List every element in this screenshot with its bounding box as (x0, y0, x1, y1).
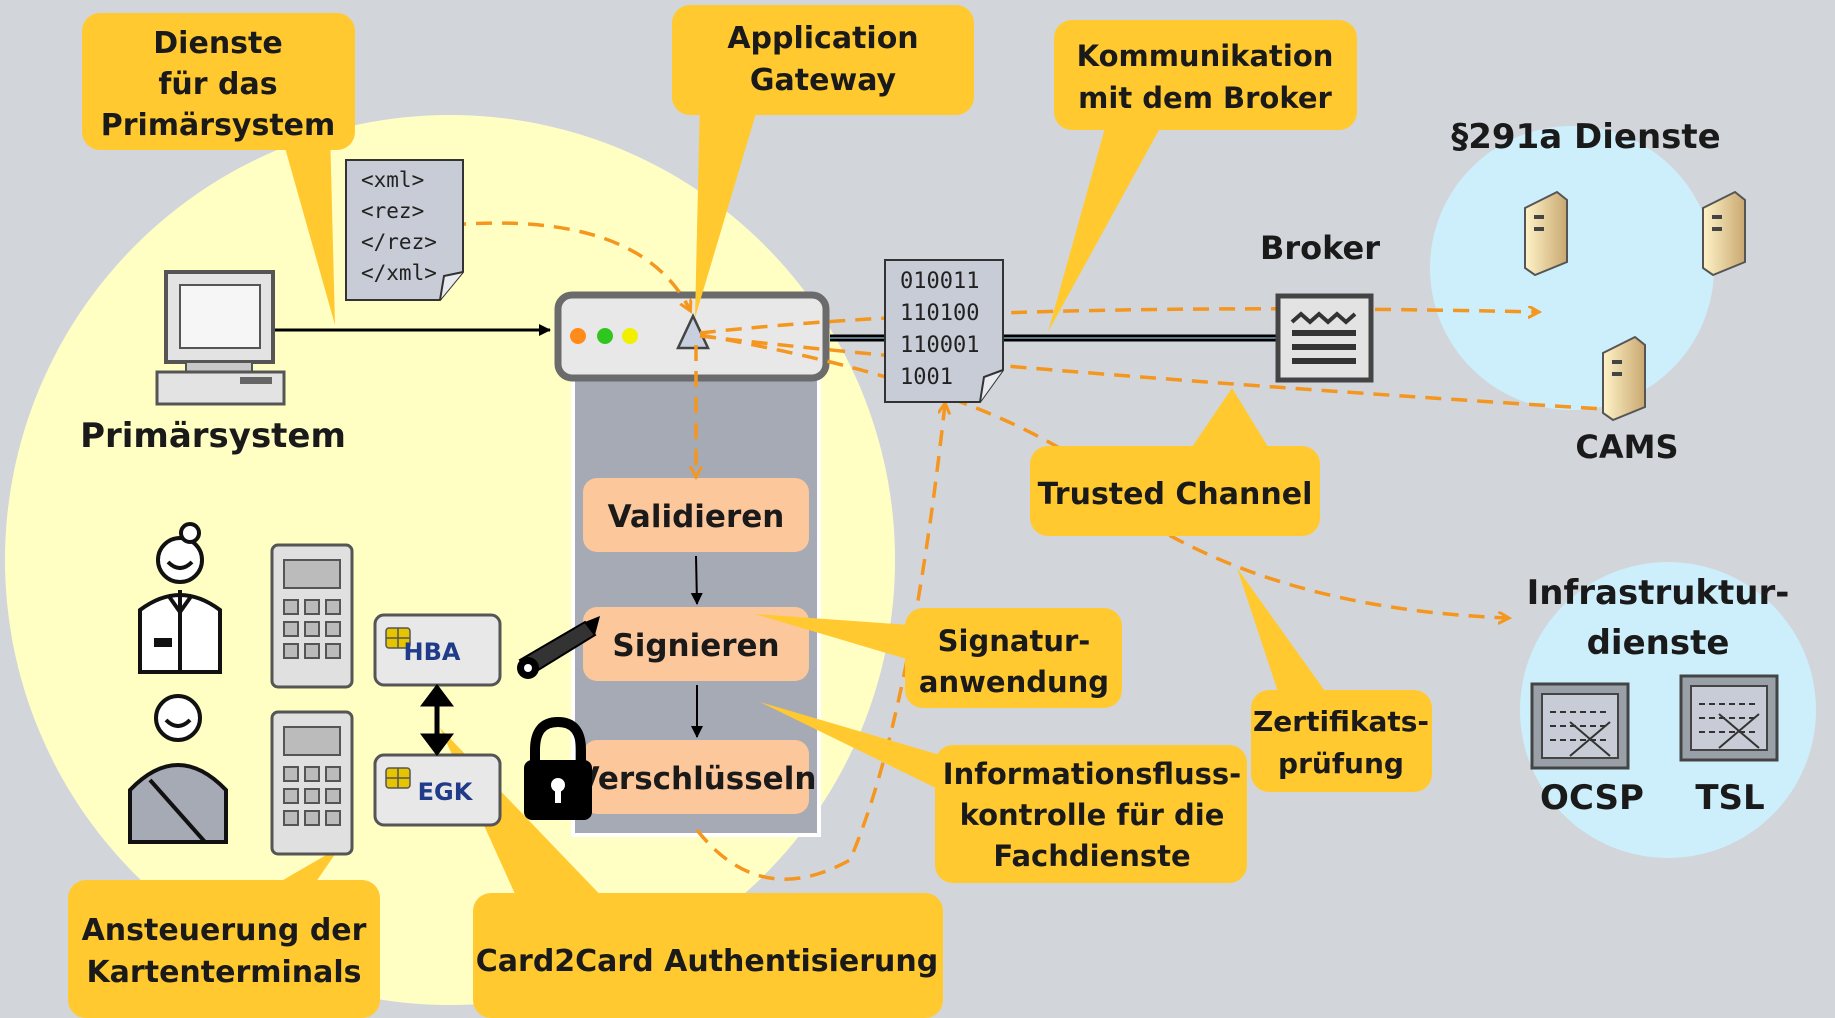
svg-text:Fachdienste: Fachdienste (993, 839, 1190, 873)
svg-text:110100: 110100 (900, 301, 979, 326)
svg-text:1001: 1001 (900, 365, 953, 390)
label-infra-2: dienste (1587, 623, 1730, 663)
step-box-signieren (583, 607, 809, 681)
patient-icon (128, 694, 228, 844)
label-dienste-291a: §291a Dienste (1451, 117, 1720, 157)
callout-zertifikat: Zertifikats- prüfung (1237, 568, 1432, 792)
services-291a-circle (1430, 126, 1714, 410)
step-verschluesseln: Verschlüsseln (576, 761, 817, 797)
arrow-validieren-signieren (690, 555, 703, 605)
svg-text:Informationsfluss-: Informationsfluss- (943, 757, 1241, 791)
svg-text:HBA: HBA (404, 638, 461, 666)
svg-text:<rez>: <rez> (361, 199, 424, 223)
doctor-icon (138, 522, 222, 674)
label-infra-1: Infrastruktur- (1527, 573, 1790, 613)
svg-text:prüfung: prüfung (1278, 747, 1404, 780)
svg-text:Dienste: Dienste (153, 26, 282, 61)
callout-trusted: Trusted Channel (1030, 388, 1320, 536)
svg-text:Application: Application (727, 21, 918, 56)
svg-text:anwendung: anwendung (919, 665, 1109, 699)
lock-icon (524, 716, 592, 820)
svg-text:110001: 110001 (900, 333, 979, 358)
server-icon (1524, 190, 1568, 277)
broker-icon (1275, 293, 1374, 383)
svg-text:Kartenterminals: Kartenterminals (86, 955, 361, 990)
svg-text:Gateway: Gateway (750, 63, 897, 98)
label-tsl: TSL (1695, 778, 1764, 818)
callout-signatur: Signatur- anwendung (755, 608, 1122, 708)
card-terminal-icon (270, 710, 354, 856)
cams-server-icon (1602, 335, 1646, 422)
svg-text:Signatur-: Signatur- (938, 624, 1091, 658)
step-validieren: Validieren (608, 499, 785, 535)
xml-document-icon: <xml> <rez> </rez> </xml> (345, 159, 464, 301)
pen-icon (517, 616, 600, 679)
svg-text:</xml>: </xml> (361, 261, 437, 285)
ocsp-icon (1530, 682, 1630, 770)
svg-text:Zertifikats-: Zertifikats- (1253, 705, 1429, 738)
svg-text:mit dem Broker: mit dem Broker (1078, 81, 1332, 115)
step-box-verschluesseln (583, 740, 809, 814)
svg-text:kontrolle für die: kontrolle für die (960, 798, 1225, 832)
callout-broker-comm: Kommunikation mit dem Broker (1048, 20, 1357, 332)
svg-text:für das: für das (158, 67, 277, 102)
svg-text:Primärsystem: Primärsystem (101, 108, 336, 143)
label-ocsp: OCSP (1540, 778, 1644, 818)
led-orange (570, 328, 586, 344)
led-yellow (622, 328, 638, 344)
card2card-double-arrow (420, 683, 454, 757)
callout-ansteuerung: Ansteuerung der Kartenterminals (68, 847, 380, 1018)
callout-gateway: Application Gateway (672, 5, 974, 318)
svg-text:Card2Card Authentisierung: Card2Card Authentisierung (476, 944, 938, 979)
svg-text:</rez>: </rez> (361, 230, 437, 254)
computer-icon (155, 270, 286, 406)
svg-text:Ansteuerung der: Ansteuerung der (82, 913, 367, 948)
svg-text:010011: 010011 (900, 269, 979, 294)
label-broker: Broker (1260, 229, 1380, 267)
step-signieren: Signieren (612, 628, 779, 664)
tsl-icon (1679, 674, 1779, 762)
svg-text:EGK: EGK (418, 778, 474, 806)
server-icon (1702, 190, 1746, 277)
led-green (597, 328, 613, 344)
label-primaersystem: Primärsystem (80, 416, 346, 456)
callout-info: Informationsfluss- kontrolle für die Fac… (760, 702, 1247, 883)
infrastructure-circle (1520, 562, 1816, 858)
binary-document-icon: 010011 110100 110001 1001 (884, 259, 1004, 403)
egk-card-icon: EGK (373, 753, 502, 827)
svg-text:Kommunikation: Kommunikation (1077, 39, 1334, 73)
svg-text:Trusted Channel: Trusted Channel (1038, 477, 1313, 512)
svg-text:<xml>: <xml> (361, 168, 424, 192)
hba-card-icon: HBA (373, 613, 502, 687)
card-terminal-icon (270, 543, 354, 689)
callout-dienste: Dienste für das Primärsystem (82, 13, 355, 325)
step-box-validieren (583, 478, 809, 552)
label-cams: CAMS (1575, 428, 1678, 466)
